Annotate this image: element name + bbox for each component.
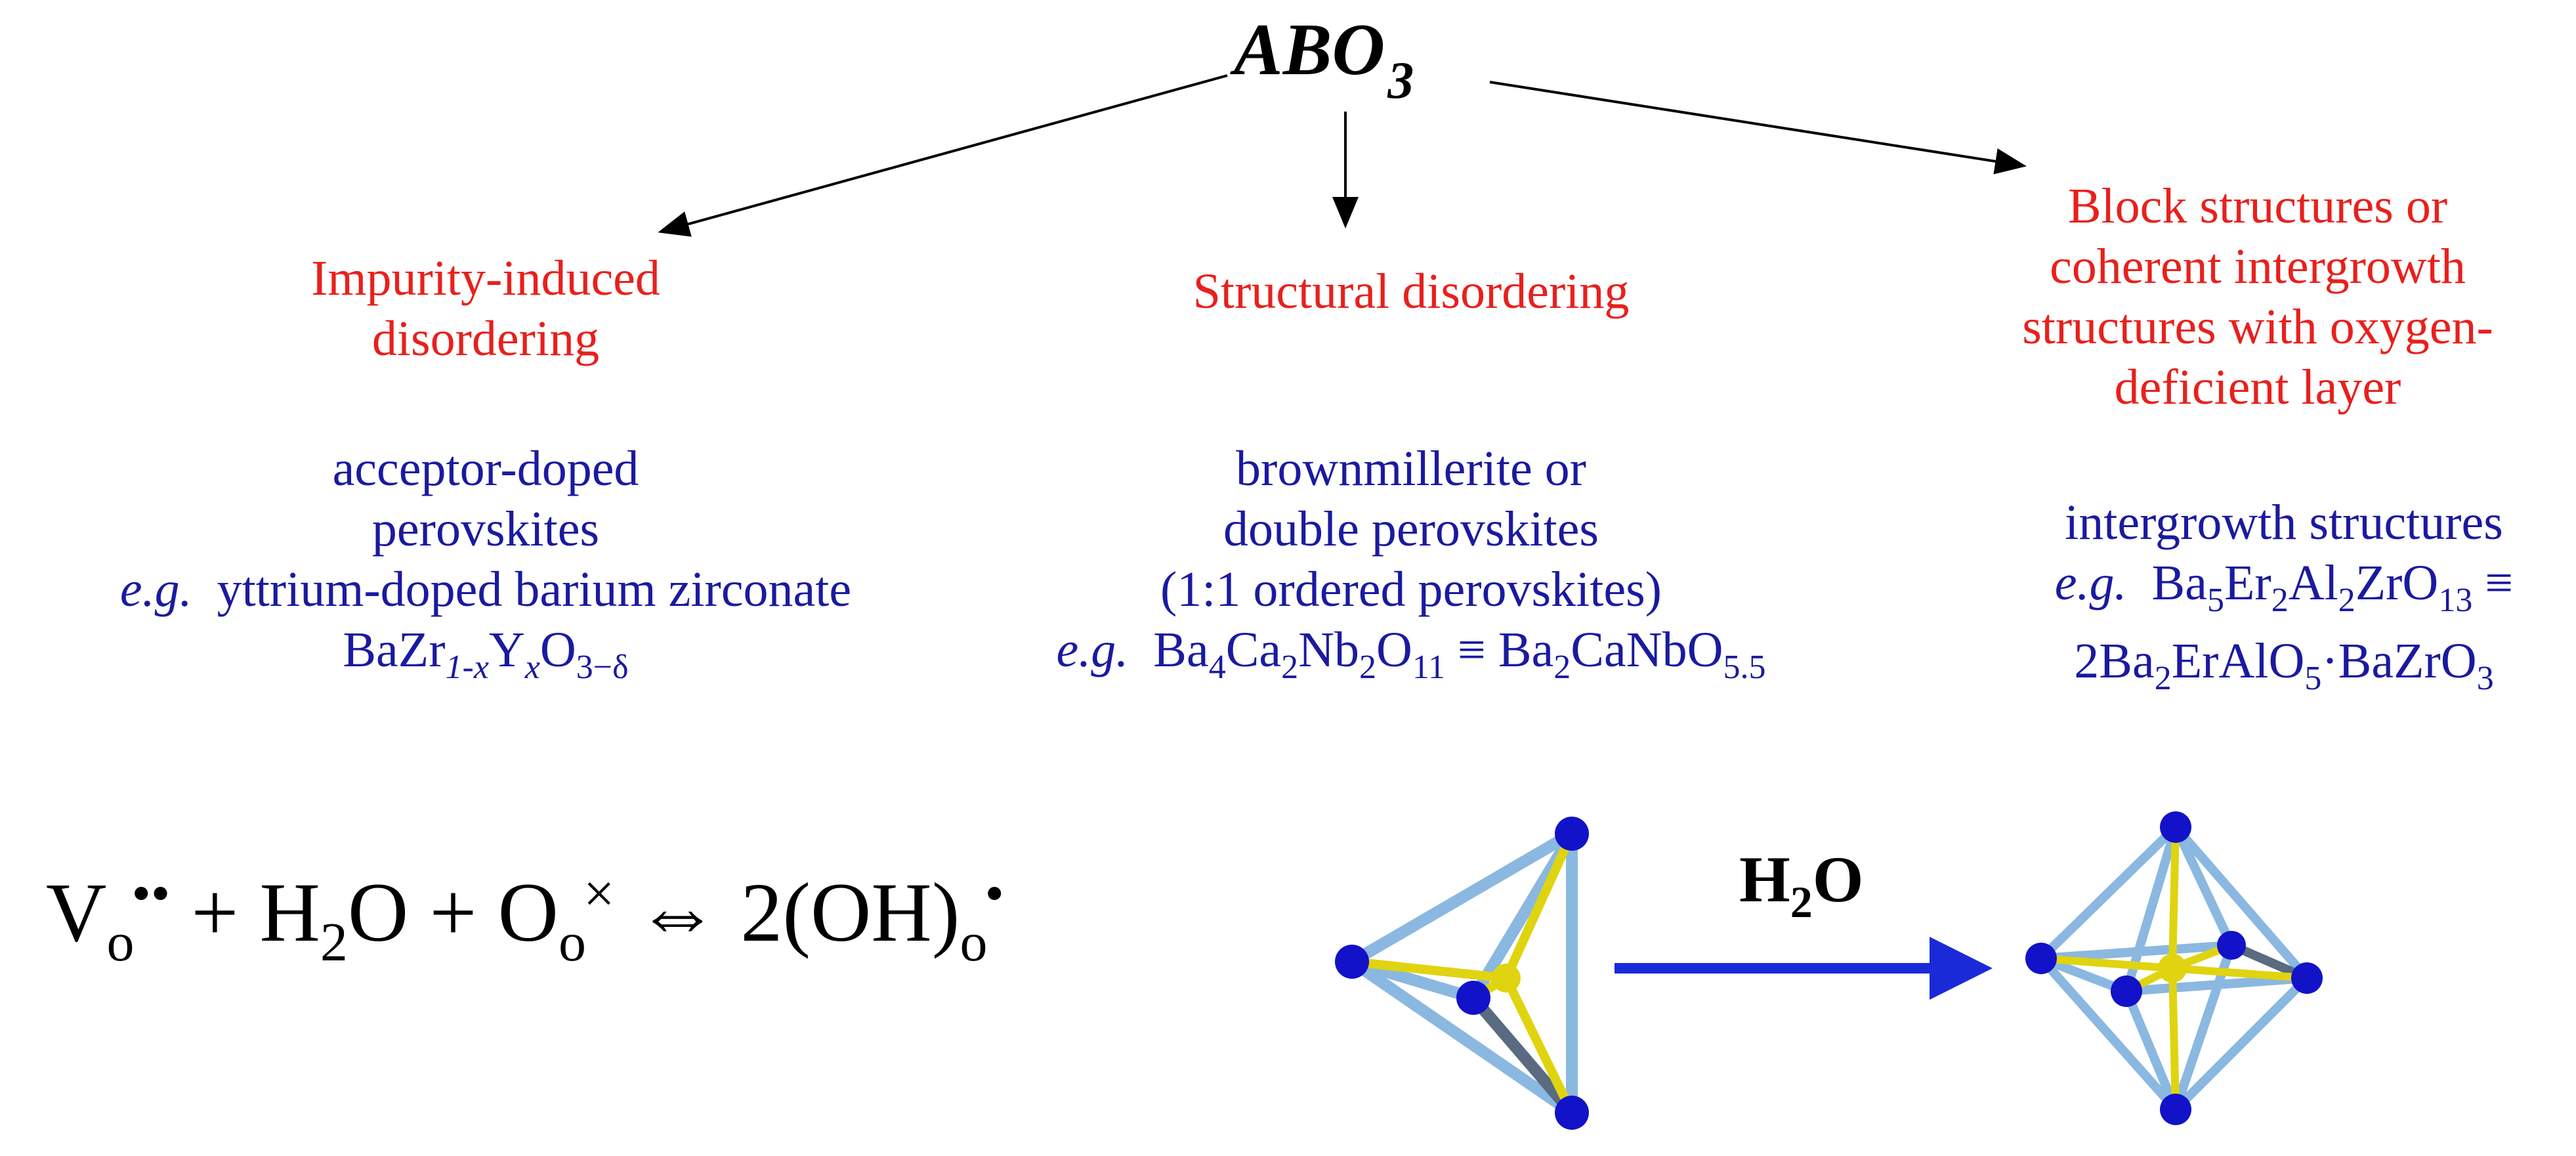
category-structural-title: Structural disordering <box>1193 264 1630 319</box>
category-block-title: Block structures or coherent intergrowth… <box>2022 179 2493 415</box>
category-impurity-title: Impurity-induced disordering <box>311 251 660 366</box>
hydration-reaction: Vo•• + H2O + Oo× ⇔ 2(OH)o• <box>46 863 1004 973</box>
octahedron-model <box>2025 811 2323 1125</box>
root-formula: ABO3 <box>1234 9 1414 110</box>
h2o-label: H2O <box>1739 843 1864 927</box>
arrow-to-block <box>1489 81 2027 175</box>
formula-intergrowth-1: e.g. Ba5Er2Al2ZrO13 ≡ <box>2054 555 2514 619</box>
example-line: e.g. yttrium-doped barium zirconate <box>119 562 852 617</box>
formula-intergrowth-2: 2Ba2ErAlO5·BaZrO3 <box>2074 633 2494 697</box>
arrow-to-impurity <box>658 74 1228 237</box>
formula-bzy: BaZr1-xYxO3−δ <box>343 622 629 686</box>
tetrahedron-model <box>1335 817 1589 1130</box>
formula-brownmillerite: e.g. Ba4Ca2Nb2O11 ≡ Ba2CaNbO5.5 <box>1056 622 1766 686</box>
category-structural-description: brownmillerite or double perovskites (1:… <box>971 439 1851 698</box>
category-impurity-description: acceptor-doped perovskites e.g. yttrium-… <box>46 439 925 698</box>
category-block-description: intergrowth structures e.g. Ba5Er2Al2ZrO… <box>1995 492 2573 709</box>
